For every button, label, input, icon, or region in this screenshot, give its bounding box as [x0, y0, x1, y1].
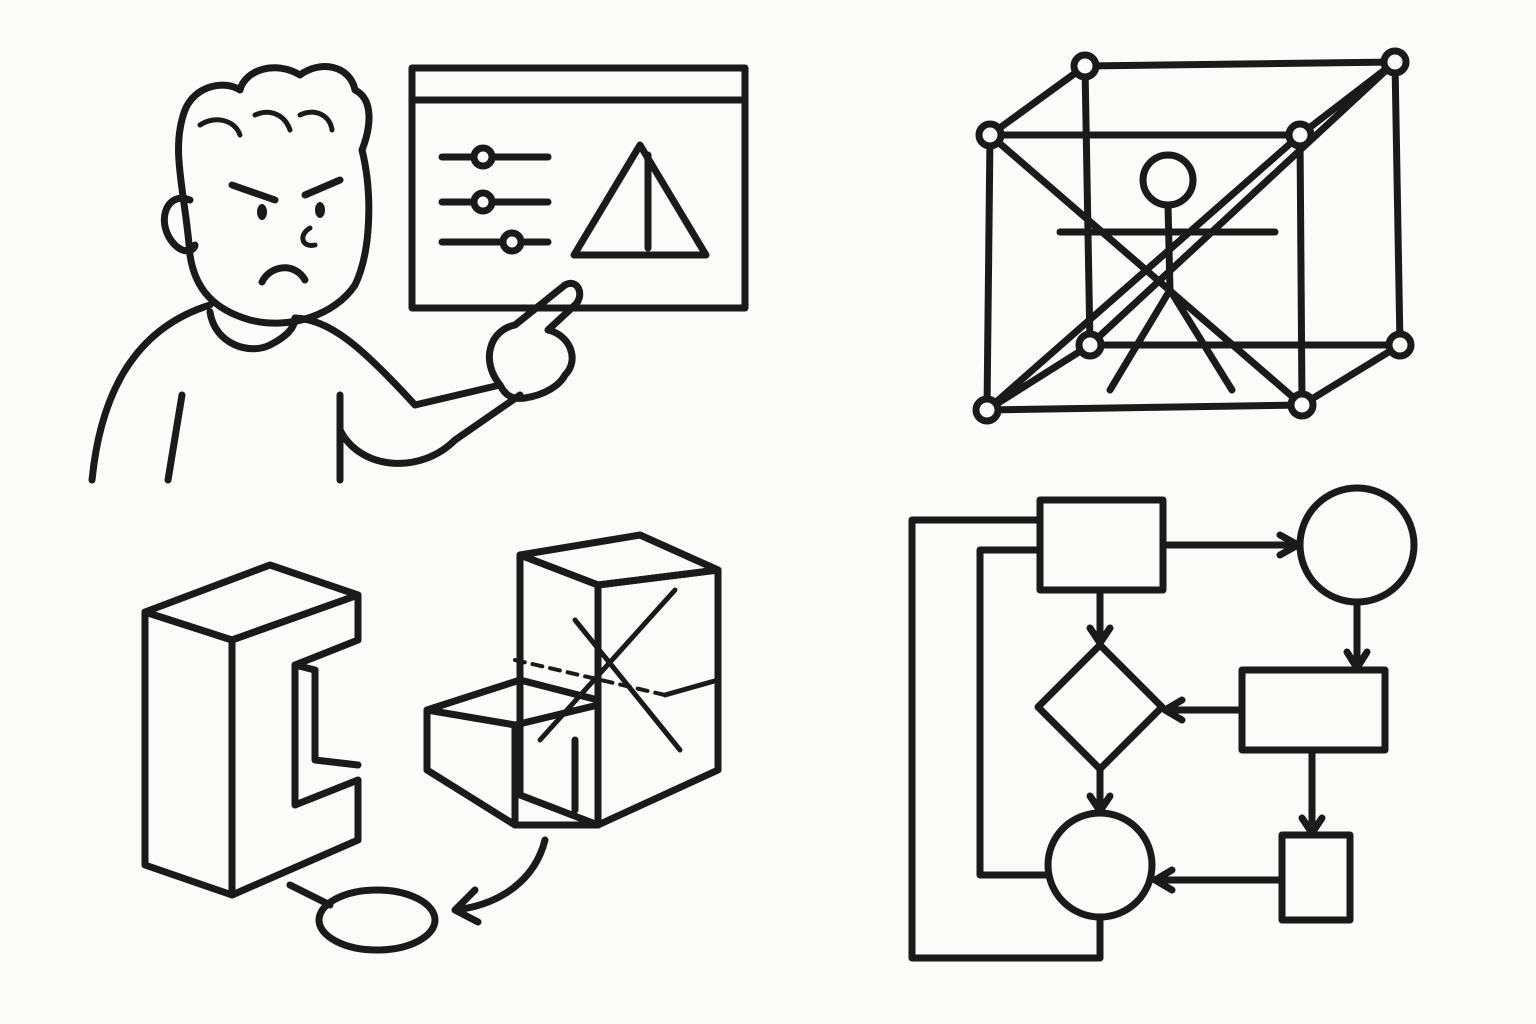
l-block-top — [516, 531, 722, 589]
l-block-front — [594, 566, 722, 829]
slider-knob-3 — [499, 229, 525, 255]
right-eye — [315, 202, 325, 218]
neck-collar — [206, 308, 299, 353]
left-eye — [257, 204, 267, 220]
small-box — [1278, 831, 1354, 924]
cube-diagonals — [983, 58, 1399, 414]
warning-triangle-icon — [570, 141, 710, 259]
window-frame — [408, 64, 749, 312]
l-shaped-block — [423, 531, 722, 829]
arrow-box-to-small-box — [1298, 746, 1326, 837]
circle-node-bottom — [1044, 809, 1156, 921]
panel-flowchart — [908, 484, 1418, 962]
process-box-start — [1036, 496, 1167, 594]
pointing-hand — [485, 279, 584, 402]
panel-frustrated-user — [88, 63, 749, 484]
arrow-box-to-circle — [1159, 531, 1302, 559]
figure-body — [1056, 201, 1279, 394]
cube-vertices — [972, 47, 1415, 425]
c-block-top — [141, 561, 362, 644]
angry-eyebrows — [228, 176, 344, 204]
frown-mouth — [258, 264, 309, 286]
flow-arrows — [908, 516, 1371, 962]
body-outline — [88, 301, 504, 484]
hair-curls — [197, 109, 335, 138]
vertex-node — [1070, 51, 1100, 81]
vertex-node — [1385, 330, 1415, 360]
process-box-right — [1238, 666, 1389, 754]
slider-knob-1 — [470, 144, 496, 170]
nose — [300, 225, 318, 248]
arrow-small-box-to-circle — [1151, 866, 1286, 894]
hidden-edge-dashed — [513, 658, 667, 697]
arm-and-torso — [164, 391, 524, 484]
arrow-box-to-diamond — [1086, 586, 1114, 647]
person — [88, 63, 584, 484]
c-shaped-block — [141, 561, 362, 899]
c-block-side — [141, 608, 236, 899]
circle-node-top — [1296, 484, 1418, 606]
arrow-circle-to-box — [1343, 598, 1371, 672]
curved-arrow-icon — [451, 836, 549, 926]
l-block-step — [423, 676, 602, 829]
connector-line — [286, 881, 334, 909]
vertex-node — [1287, 390, 1317, 420]
ellipse-target — [315, 886, 439, 954]
stick-figure — [1056, 151, 1279, 394]
arrow-box-to-diamond-left — [1161, 696, 1246, 724]
cube-edges — [983, 58, 1404, 414]
c-block-front — [228, 591, 362, 899]
settings-window — [408, 64, 749, 312]
inner-loop-line — [976, 546, 1052, 879]
decision-diamond — [1034, 641, 1166, 773]
arrow-diamond-to-circle — [1086, 765, 1114, 815]
head-outline — [175, 63, 373, 327]
panel-3d-blocks — [141, 531, 722, 954]
panel-wireframe-cube — [972, 47, 1415, 425]
figure-head — [1139, 151, 1197, 209]
cross-marks — [537, 587, 721, 753]
slider-knob-2 — [470, 189, 496, 215]
vertex-node — [1380, 47, 1410, 77]
ear — [160, 194, 199, 255]
c-block-notch — [291, 661, 362, 769]
vertex-node — [972, 395, 1002, 425]
outer-loop-line — [908, 516, 1104, 962]
vertex-node — [975, 120, 1005, 150]
vertex-node — [1285, 120, 1315, 150]
vertex-node — [1075, 330, 1105, 360]
